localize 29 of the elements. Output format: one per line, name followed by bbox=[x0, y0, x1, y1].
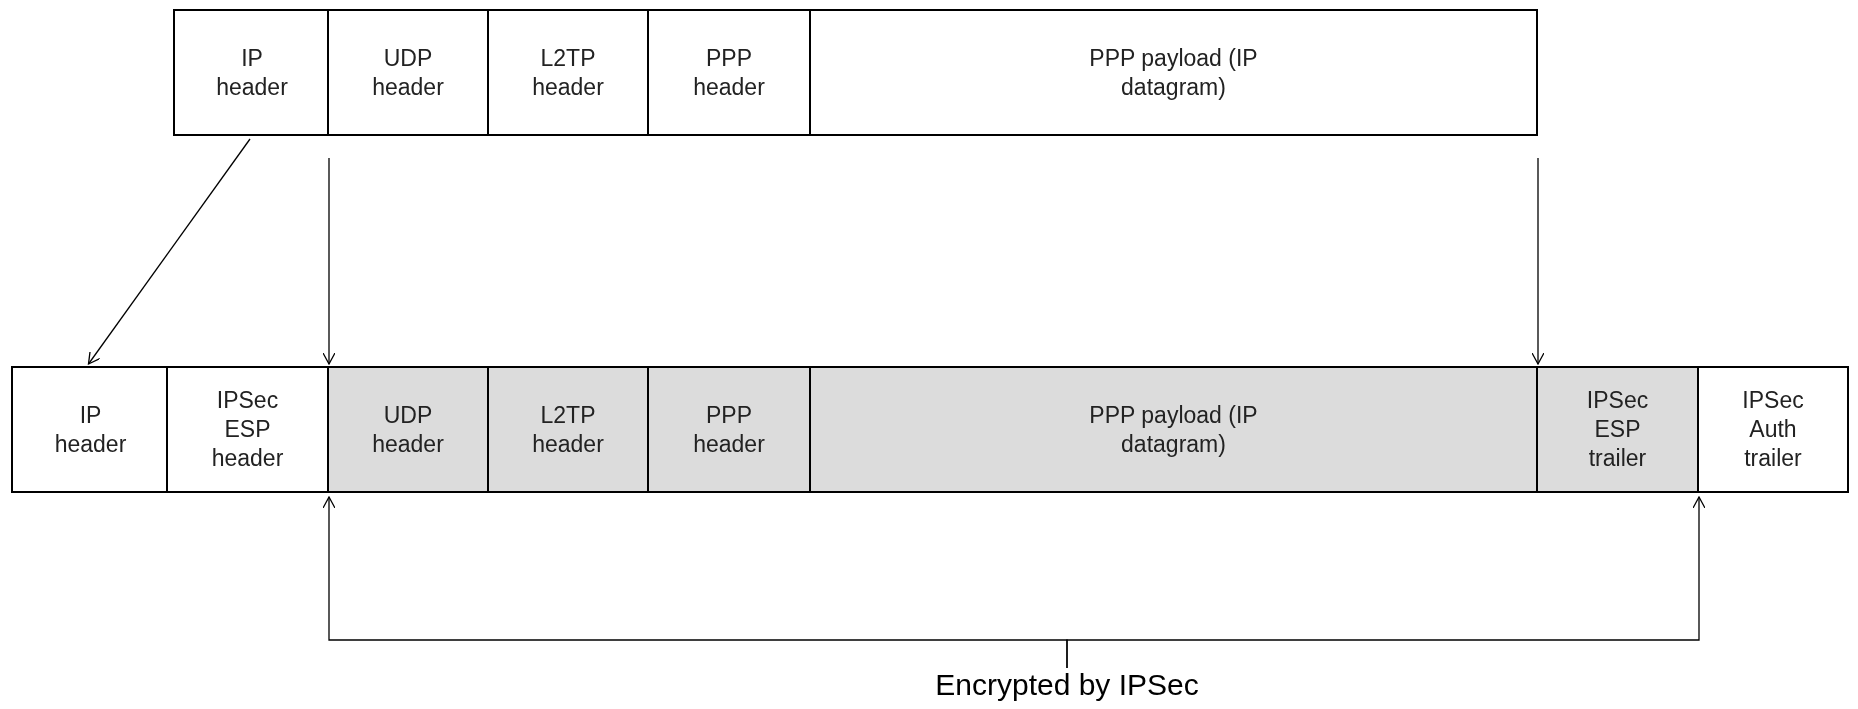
field-label: IPSec Auth trailer bbox=[1742, 386, 1804, 473]
arrow bbox=[322, 157, 336, 365]
payload-field bbox=[809, 9, 1538, 136]
header-field bbox=[327, 9, 489, 136]
field-label: PPP payload (IP datagram) bbox=[1088, 43, 1259, 102]
field-label: IP header bbox=[216, 43, 288, 102]
field-label: PPP payload (IP datagram) bbox=[1088, 400, 1259, 459]
field-label: UDP header bbox=[372, 43, 444, 102]
header-field bbox=[166, 366, 329, 493]
field-label: PPP header bbox=[693, 43, 765, 102]
header-field bbox=[647, 366, 811, 493]
field-label: L2TP header bbox=[532, 43, 604, 102]
header-field bbox=[487, 366, 649, 493]
header-field bbox=[327, 366, 489, 493]
arrow bbox=[1531, 157, 1545, 365]
field-label: L2TP header bbox=[532, 400, 604, 459]
field-label: UDP header bbox=[372, 400, 444, 459]
arrow bbox=[1066, 496, 1706, 669]
header-field bbox=[487, 9, 649, 136]
header-field bbox=[1697, 366, 1849, 493]
field-label: IPSec ESP header bbox=[211, 386, 284, 473]
payload-field bbox=[809, 366, 1538, 493]
header-field bbox=[1536, 366, 1699, 493]
field-label: IP header bbox=[54, 400, 127, 459]
field-label: PPP header bbox=[693, 400, 765, 459]
arrow bbox=[87, 138, 251, 365]
bracket-label: Encrypted by IPSec bbox=[935, 668, 1199, 701]
header-field bbox=[647, 9, 811, 136]
field-label: IPSec ESP trailer bbox=[1586, 386, 1649, 473]
